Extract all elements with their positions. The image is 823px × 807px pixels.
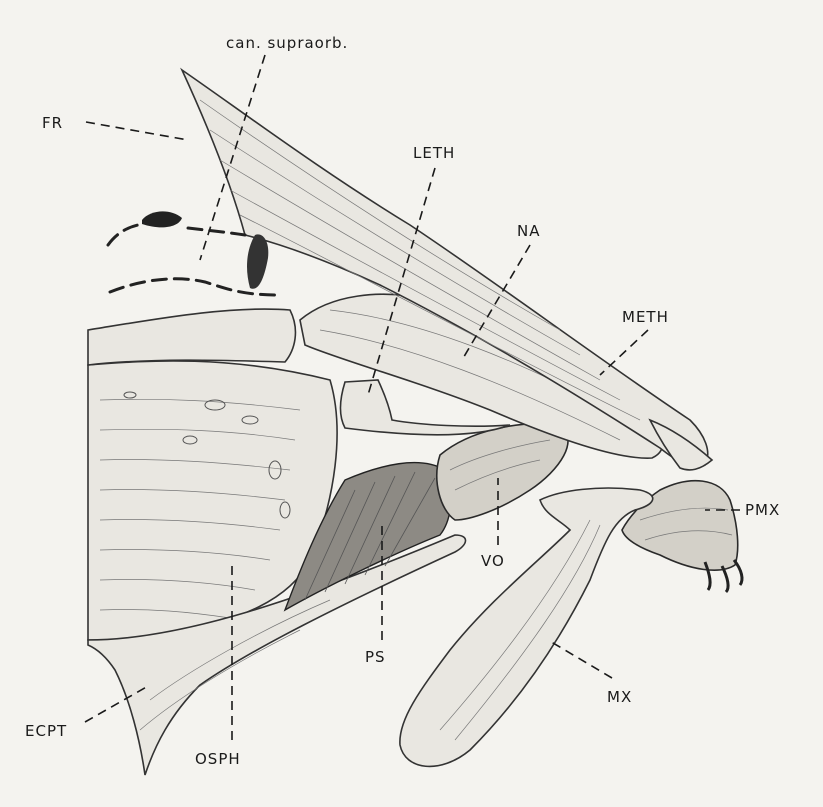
label-can-supraorb: can. supraorb.: [226, 34, 348, 52]
label-osph: OSPH: [195, 750, 241, 768]
label-ecpt: ECPT: [25, 722, 67, 740]
label-pmx: PMX: [745, 501, 780, 519]
label-mx: MX: [607, 688, 632, 706]
label-na: NA: [517, 222, 540, 240]
label-ps: PS: [365, 648, 386, 666]
label-fr: FR: [42, 114, 63, 132]
label-vo: VO: [481, 552, 505, 570]
label-meth: METH: [622, 308, 669, 326]
label-leth: LETH: [413, 144, 455, 162]
